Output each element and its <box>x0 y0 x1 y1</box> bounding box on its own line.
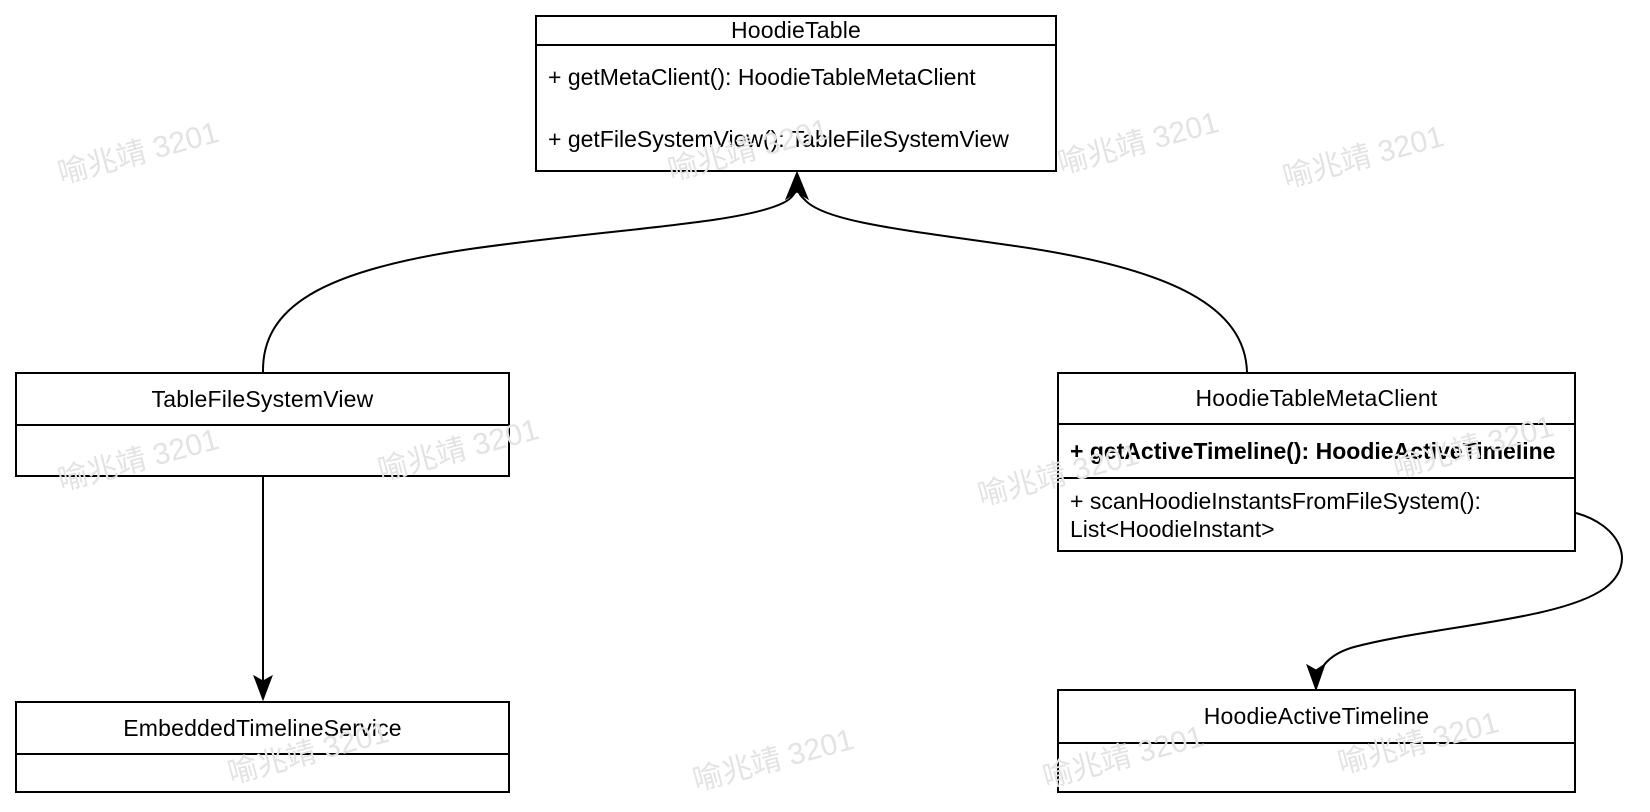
class-tablefilesystemview[interactable]: TableFileSystemView <box>15 372 510 477</box>
connector-tablefilesystemview-to-embeddedtimelineservice[interactable] <box>253 477 273 702</box>
arrowhead-down <box>1306 662 1326 692</box>
class-title: EmbeddedTimelineService <box>123 714 402 741</box>
class-title: TableFileSystemView <box>151 385 374 412</box>
arrowhead-up <box>784 170 810 201</box>
method-getfilesystemview: + getFileSystemView(): TableFileSystemVi… <box>548 126 1009 152</box>
class-hoodieactivetimeline[interactable]: HoodieActiveTimeline <box>1057 689 1576 793</box>
methods-compartment-1: + getActiveTimeline(): HoodieActiveTimel… <box>1059 423 1574 477</box>
method-scanhoodieinstants: + scanHoodieInstantsFromFileSystem(): Li… <box>1070 487 1481 542</box>
empty-compartment <box>17 424 508 475</box>
empty-compartment <box>17 753 508 791</box>
class-hoodietable[interactable]: HoodieTable + getMetaClient(): HoodieTab… <box>535 15 1057 172</box>
connector-tablefilesystemview-to-hoodietable[interactable] <box>261 189 797 373</box>
class-hoodietablemetaclient[interactable]: HoodieTableMetaClient + getActiveTimelin… <box>1057 372 1576 552</box>
class-title: HoodieActiveTimeline <box>1203 703 1430 729</box>
class-embeddedtimelineservice[interactable]: EmbeddedTimelineService <box>15 701 510 793</box>
methods-compartment: + getMetaClient(): HoodieTableMetaClient… <box>537 44 1055 170</box>
method-getmetaclient: + getMetaClient(): HoodieTableMetaClient <box>548 64 976 90</box>
method-getactivetimeline: + getActiveTimeline(): HoodieActiveTimel… <box>1070 438 1556 464</box>
connector-hoodietablemetaclient-to-hoodietable[interactable] <box>784 170 1248 373</box>
arrowhead-down <box>253 674 273 702</box>
connector-hoodietablemetaclient-to-hoodieactivetimeline[interactable] <box>1306 512 1623 692</box>
class-title: HoodieTable <box>730 17 862 43</box>
empty-compartment <box>1059 742 1574 791</box>
class-title: HoodieTableMetaClient <box>1195 385 1438 411</box>
methods-compartment-2: + scanHoodieInstantsFromFileSystem(): Li… <box>1059 477 1574 550</box>
